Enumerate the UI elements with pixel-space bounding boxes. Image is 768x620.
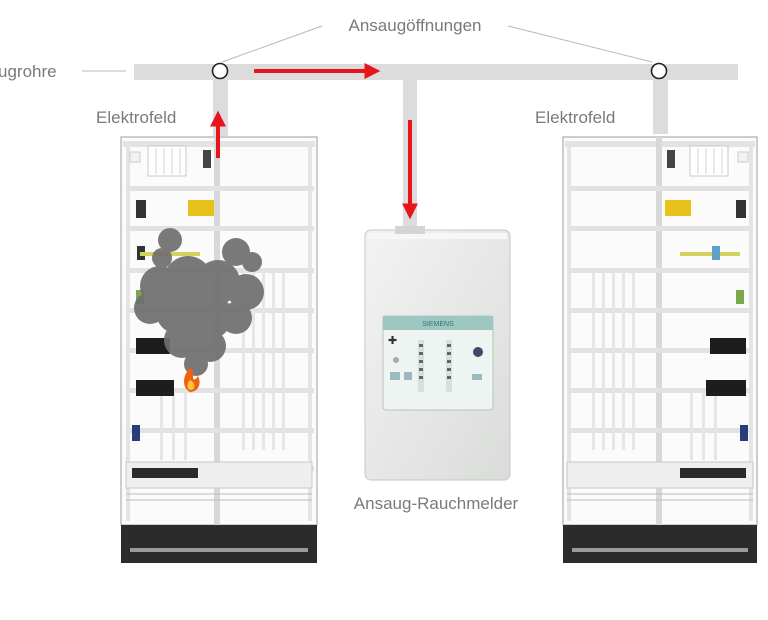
svg-text:✚: ✚ — [388, 334, 397, 347]
air-flow-arrows — [210, 63, 418, 220]
intake-callout-lines — [82, 25, 653, 72]
detector-brand: SIEMENS — [422, 321, 454, 328]
panel-right-label: Elektrofeld — [535, 108, 615, 127]
cabinet-base-right — [563, 525, 757, 563]
smoke-cloud-icon — [134, 228, 264, 376]
intake-opening-right — [650, 62, 668, 80]
electrical-panel-right — [562, 136, 758, 563]
branch-pipe-right — [653, 80, 668, 134]
detector-label: Ansaug-Rauchmelder — [354, 494, 519, 513]
cabinet-base-left — [121, 525, 317, 563]
intake-opening-left — [211, 62, 229, 80]
panel-left-label: Elektrofeld — [96, 108, 176, 127]
intake-pipe-network — [134, 64, 738, 230]
main-pipe — [134, 64, 738, 80]
intake-pipes-label: ugrohre — [0, 62, 57, 81]
aspirating-smoke-detector: SIEMENS ✚ — [364, 226, 511, 481]
intake-openings-label: Ansaugöffnungen — [349, 16, 482, 35]
detector-panel — [382, 315, 494, 411]
branch-pipe-left — [213, 80, 228, 136]
